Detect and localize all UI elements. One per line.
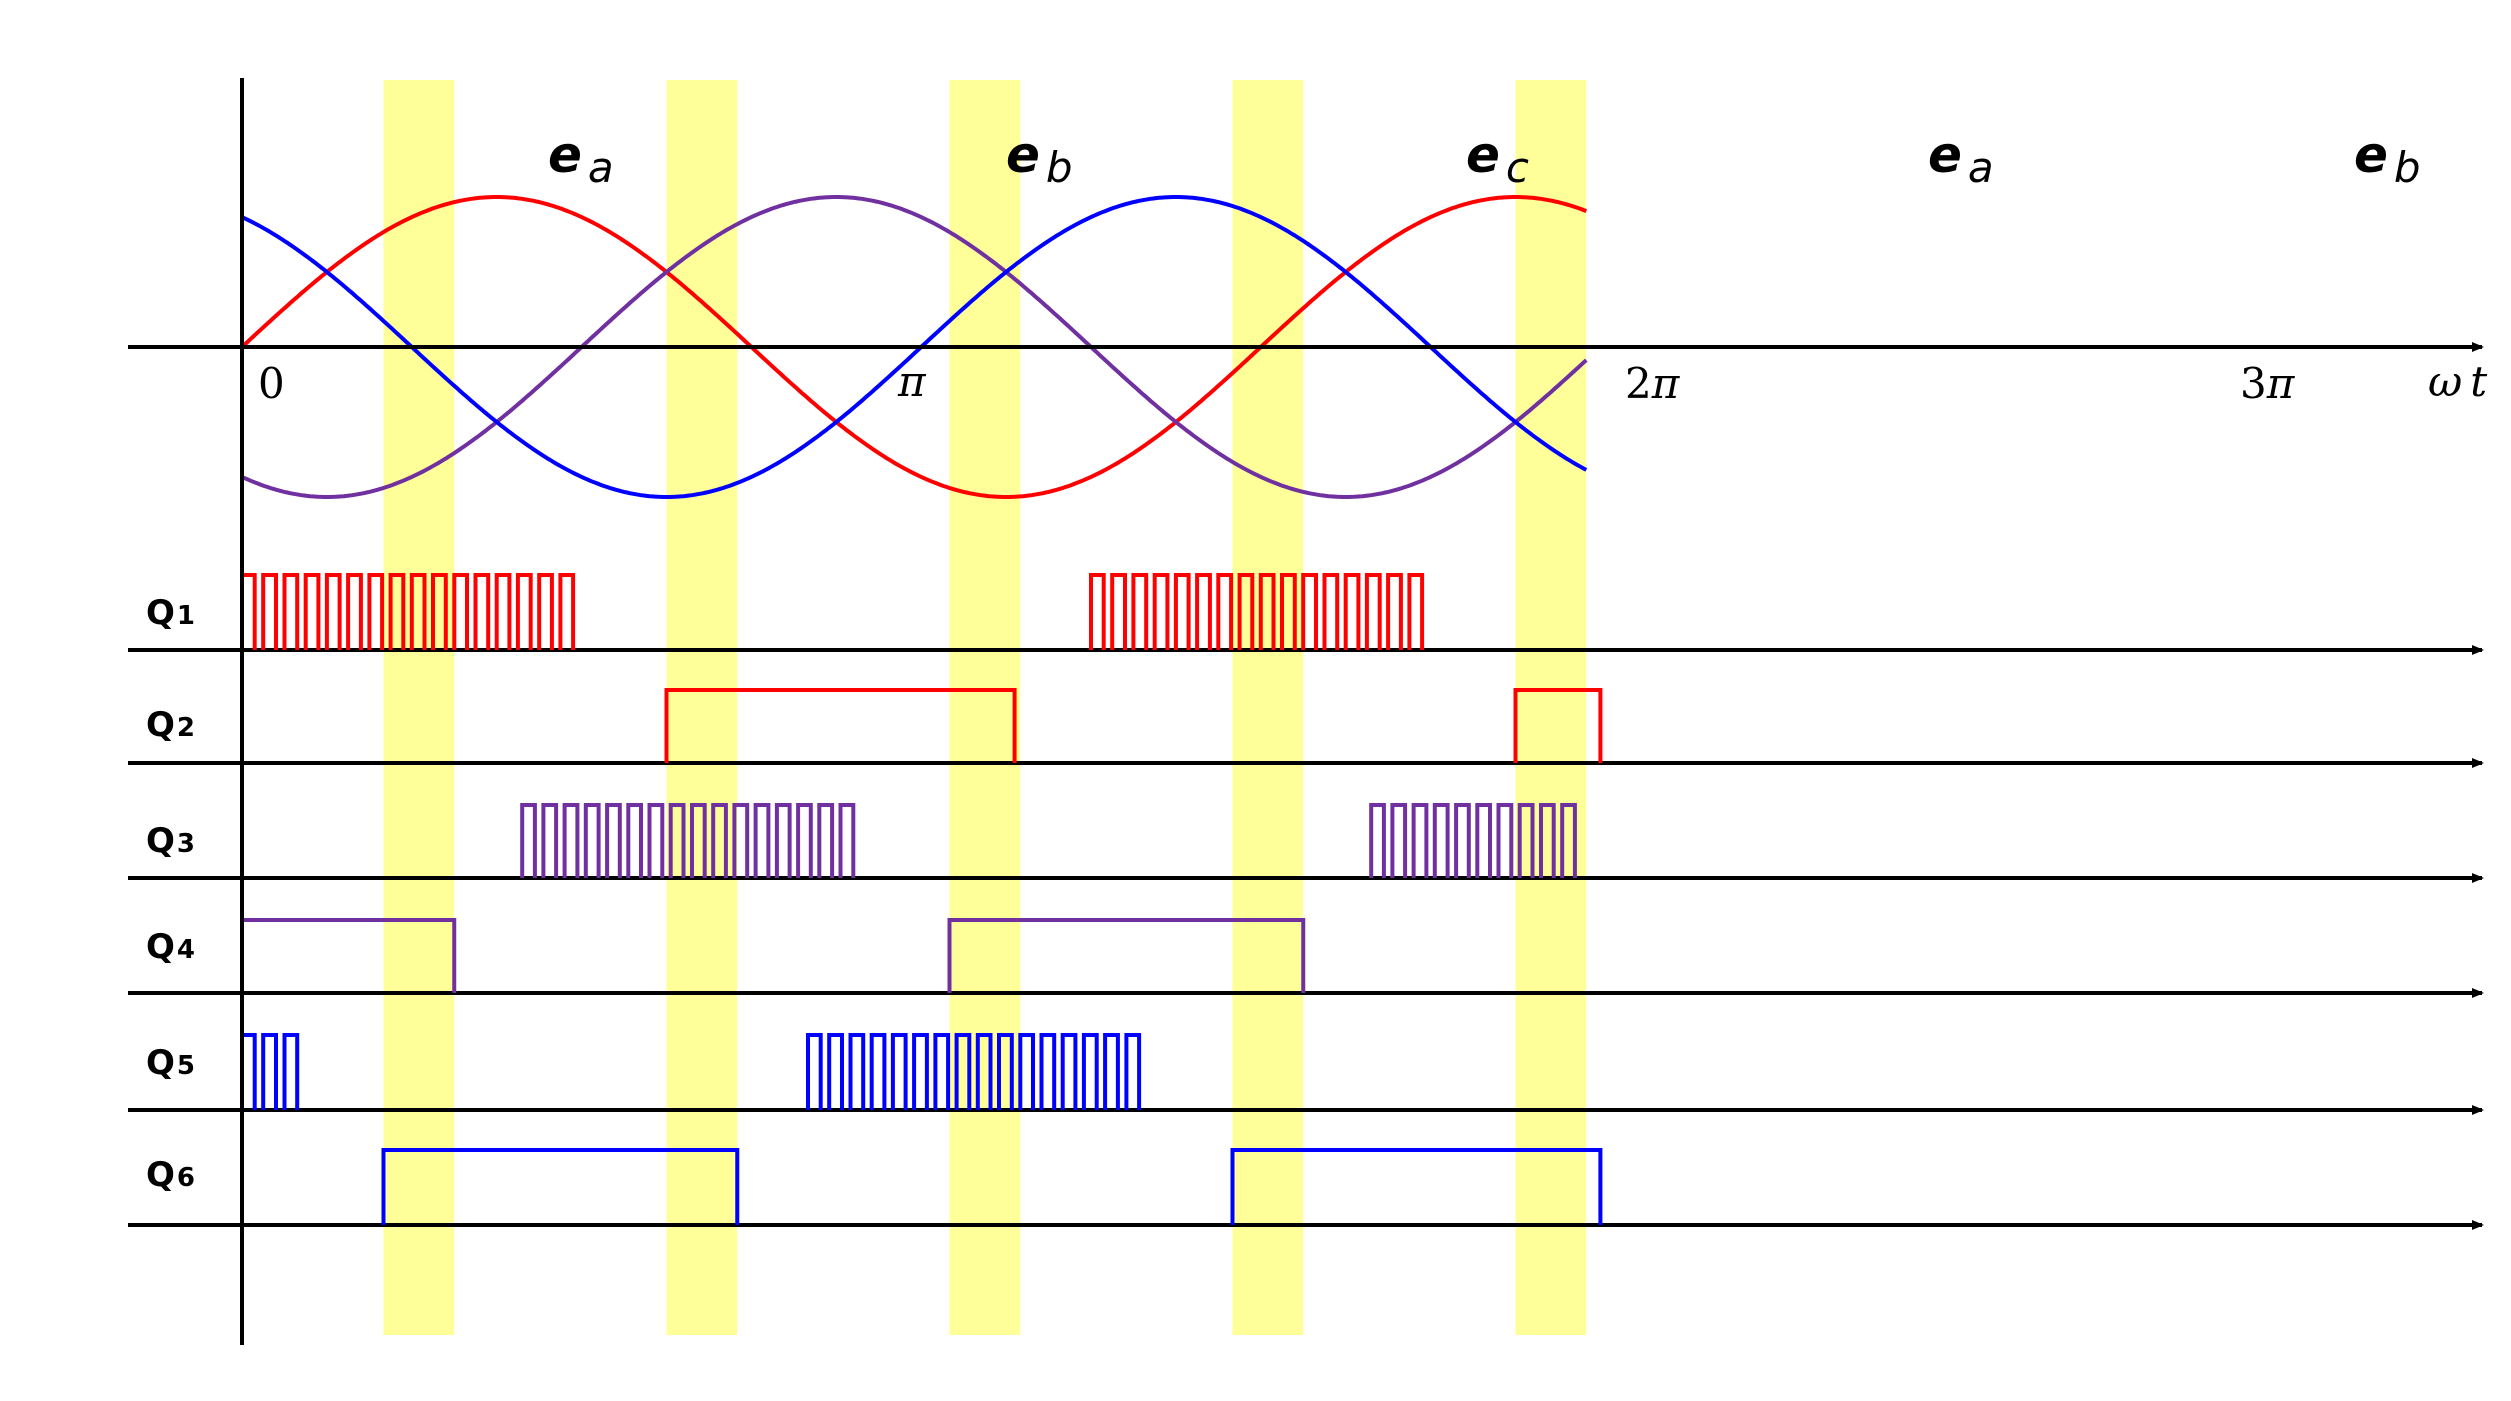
gate-signal-q4-2 <box>947 918 1306 993</box>
gate-signal-q5-2 <box>806 1033 1142 1110</box>
tick-pi: π <box>897 357 927 406</box>
gate-signal-q5-1 <box>240 1033 300 1110</box>
gate-signal-q1-2 <box>1089 573 1425 650</box>
highlight-band-1 <box>383 80 455 1335</box>
tick-2pi: 2π <box>1625 359 1681 408</box>
gate-signal-q6-1 <box>381 1148 740 1225</box>
switch-label-q2: Q2 <box>146 705 195 745</box>
tick-3pi: 3π <box>2240 359 2296 408</box>
switch-label-q5: Q5 <box>146 1043 195 1083</box>
gate-signal-q3-2 <box>1369 803 1577 878</box>
switch-label-q1: Q1 <box>146 593 195 633</box>
switch-label-q6: Q6 <box>146 1155 195 1195</box>
axes <box>128 78 2484 1345</box>
back-emf-waveforms <box>240 195 1588 499</box>
switch-label-q3: Q3 <box>146 821 195 861</box>
gate-signal-q3-1 <box>520 803 856 878</box>
emf-wave-a <box>240 195 1588 499</box>
switch-label-q4: Q4 <box>146 927 195 967</box>
highlight-band-4 <box>1232 80 1304 1335</box>
gate-signal-q6-2 <box>1230 1148 1603 1225</box>
highlight-band-2 <box>666 80 738 1335</box>
highlight-band-5 <box>1515 80 1587 1335</box>
emf-wave-b <box>241 195 1588 499</box>
gate-signal-q2-2 <box>1513 688 1603 763</box>
highlight-bands <box>383 80 1587 1335</box>
tick-0: 0 <box>258 359 285 408</box>
gate-signal-q1-1 <box>240 573 576 650</box>
emf-wave-c <box>241 195 1588 499</box>
gate-signal-q2-1 <box>664 688 1017 763</box>
switch-signals <box>128 573 2484 1230</box>
